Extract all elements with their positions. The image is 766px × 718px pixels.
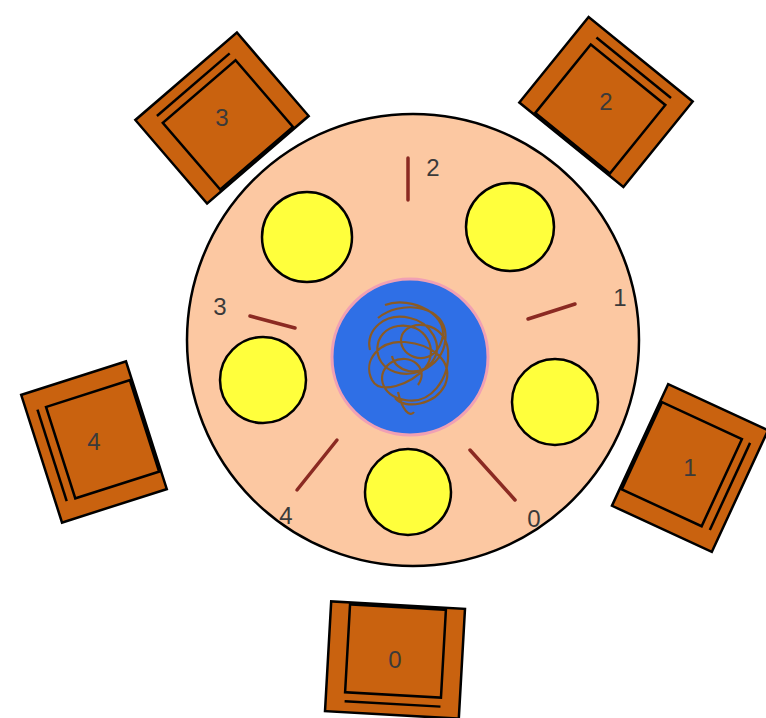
fork-number: 1 [613, 286, 626, 310]
table [187, 114, 639, 566]
chair-back [596, 38, 671, 98]
fork-number: 4 [279, 504, 292, 528]
chair-number: 3 [215, 106, 228, 130]
chair: 1 [622, 412, 758, 524]
fork-number: 2 [426, 156, 439, 180]
fork [406, 158, 410, 200]
chair: 2 [538, 46, 674, 158]
chair-seat [163, 60, 293, 189]
chair-back [37, 410, 66, 501]
chair-back [710, 443, 750, 530]
plate [220, 337, 306, 423]
chair: 4 [26, 386, 162, 498]
chair-frame [612, 384, 766, 552]
plate [466, 183, 554, 271]
fork [250, 316, 295, 328]
fork-number: 0 [527, 507, 540, 531]
chair-seat [345, 604, 446, 697]
chair-seat [622, 402, 742, 526]
chair-frame [325, 601, 465, 718]
plate [365, 449, 451, 535]
chair-seat [46, 380, 159, 498]
chair-frame [21, 361, 167, 522]
chair-frame [519, 17, 692, 187]
chair-seat [535, 45, 665, 174]
spaghetti [369, 302, 448, 414]
chair-frame [135, 33, 308, 204]
fork [528, 304, 575, 319]
chair: 3 [154, 62, 290, 174]
chair-back [345, 701, 441, 706]
chair-number: 1 [683, 456, 696, 480]
chair-number: 4 [87, 430, 100, 454]
chair-number: 2 [599, 90, 612, 114]
plate [512, 359, 598, 445]
chair-number: 0 [388, 648, 401, 672]
fork [470, 450, 515, 500]
chair: 0 [327, 604, 463, 716]
fork [297, 440, 337, 490]
fork-number: 3 [213, 295, 226, 319]
spaghetti-bowl [332, 279, 488, 435]
plate [262, 192, 352, 282]
